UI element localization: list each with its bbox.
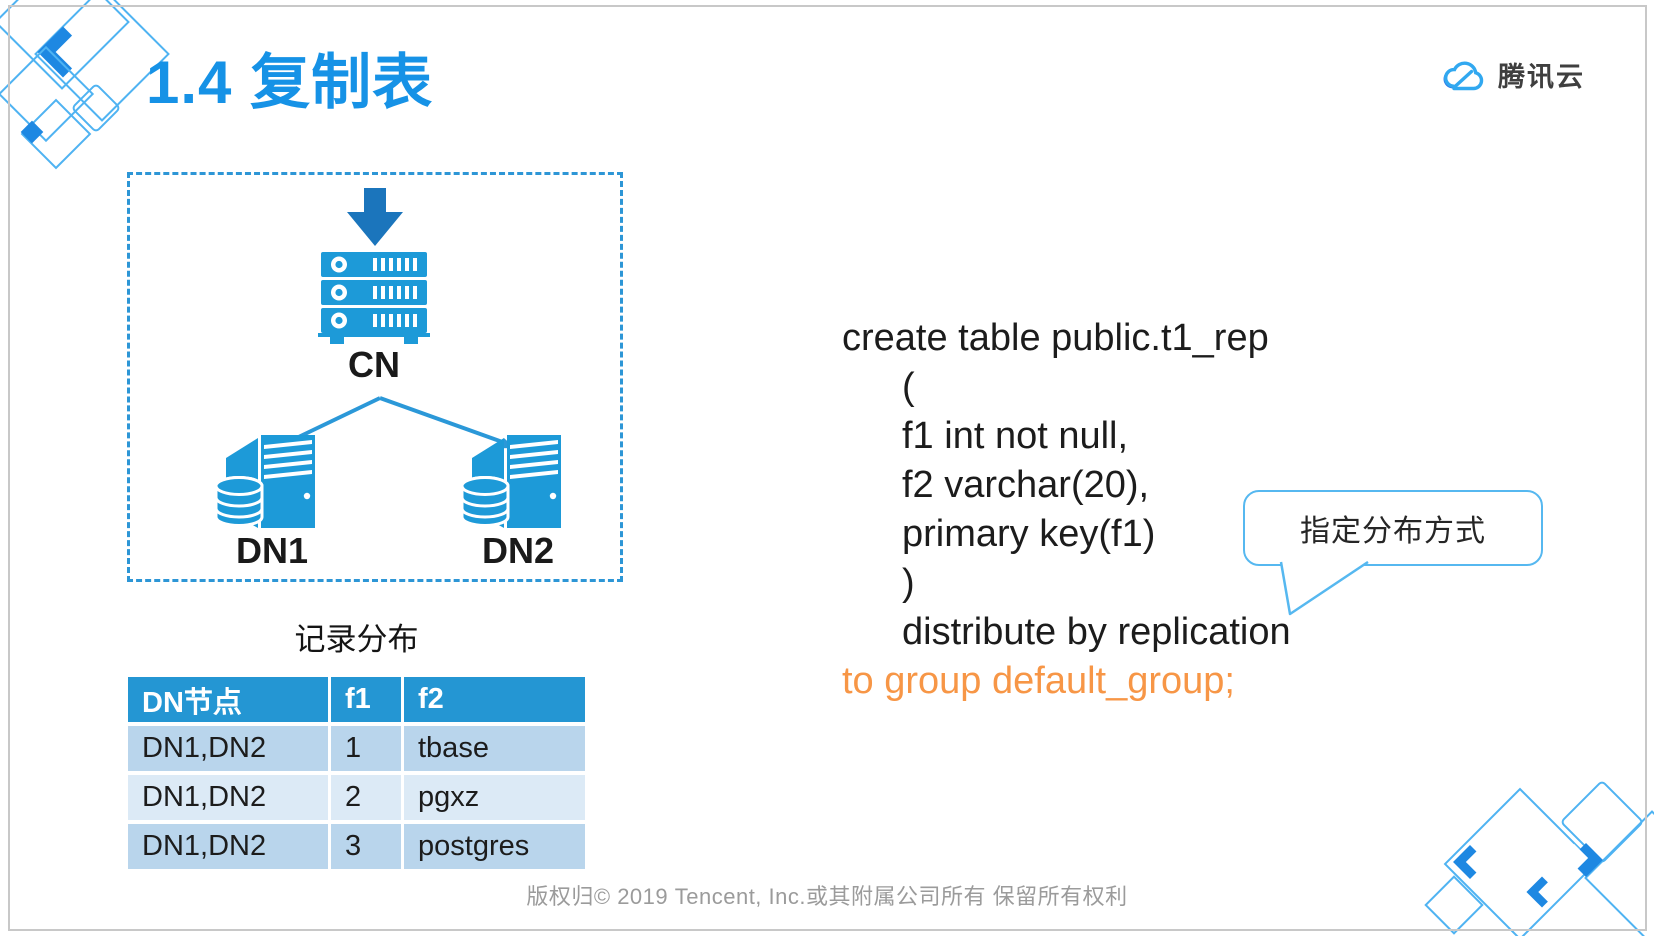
table-cell: DN1,DN2: [128, 824, 328, 869]
code-line: primary key(f1): [902, 513, 1156, 555]
distribution-table-title: 记录分布: [294, 622, 419, 657]
code-line: f1 int not null,: [902, 415, 1129, 457]
table-header-dn: DN节点: [128, 677, 328, 722]
architecture-diagram-box: [127, 172, 623, 582]
table-cell: 2: [331, 775, 401, 820]
page-title: 1.4 复制表: [146, 49, 434, 116]
logo-text: 腾讯云: [1498, 62, 1585, 92]
dn1-node-label: DN1: [235, 530, 309, 571]
table-cell: 1: [331, 726, 401, 771]
code-line: create table public.t1_rep: [842, 317, 1269, 359]
callout-bubble: 指定分布方式: [1243, 490, 1543, 566]
dn2-node-label: DN2: [481, 530, 555, 571]
table-cell: 3: [331, 824, 401, 869]
table-cell: postgres: [404, 824, 585, 869]
code-line: f2 varchar(20),: [902, 464, 1150, 506]
distribution-table: DN节点 f1 f2 DN1,DN2 1 tbase DN1,DN2 2 pgx…: [128, 677, 585, 869]
tencent-cloud-logo: 腾讯云: [1441, 55, 1585, 94]
table-cell: pgxz: [404, 775, 585, 820]
down-arrow-icon: [347, 188, 403, 246]
database-cylinder-icon: [460, 476, 510, 527]
database-cylinder-icon: [214, 476, 264, 527]
table-header-f1: f1: [331, 677, 401, 722]
dn2-server-icon: [460, 435, 561, 528]
copyright-footer: 版权归© 2019 Tencent, Inc.或其附属公司所有 保留所有权利: [526, 884, 1128, 909]
table-cell: tbase: [404, 726, 585, 771]
tencent-cloud-icon: [1443, 61, 1484, 90]
cn-server-rack-icon: [318, 252, 430, 344]
dn1-server-icon: [214, 435, 315, 528]
callout-tail: [1279, 561, 1369, 616]
code-line: (: [902, 366, 915, 408]
table-cell: DN1,DN2: [128, 726, 328, 771]
code-line: distribute by replication: [902, 611, 1291, 653]
table-cell: DN1,DN2: [128, 775, 328, 820]
cn-node-label: CN: [348, 344, 400, 385]
sql-code-block: create table public.t1_rep ( f1 int not …: [842, 314, 1291, 706]
code-line: ): [902, 562, 915, 604]
code-line-highlighted: to group default_group;: [842, 660, 1235, 702]
table-header-f2: f2: [404, 677, 585, 722]
